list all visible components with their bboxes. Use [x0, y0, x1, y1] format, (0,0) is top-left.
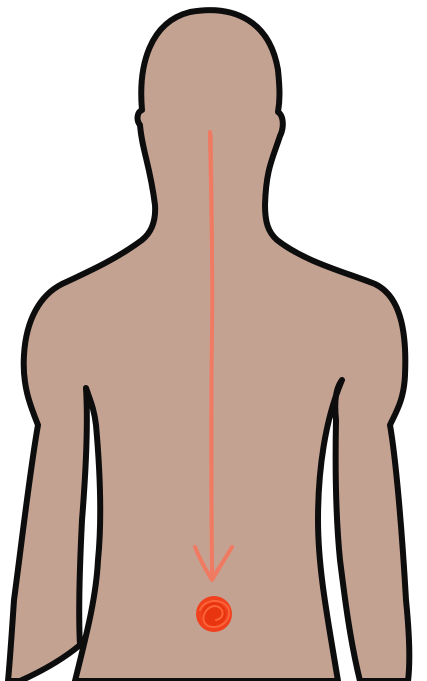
arrow-shaft-sketch — [212, 135, 213, 570]
arrow-shaft — [210, 132, 212, 575]
pain-spot-icon — [196, 596, 232, 632]
body-silhouette-icon — [8, 10, 409, 681]
